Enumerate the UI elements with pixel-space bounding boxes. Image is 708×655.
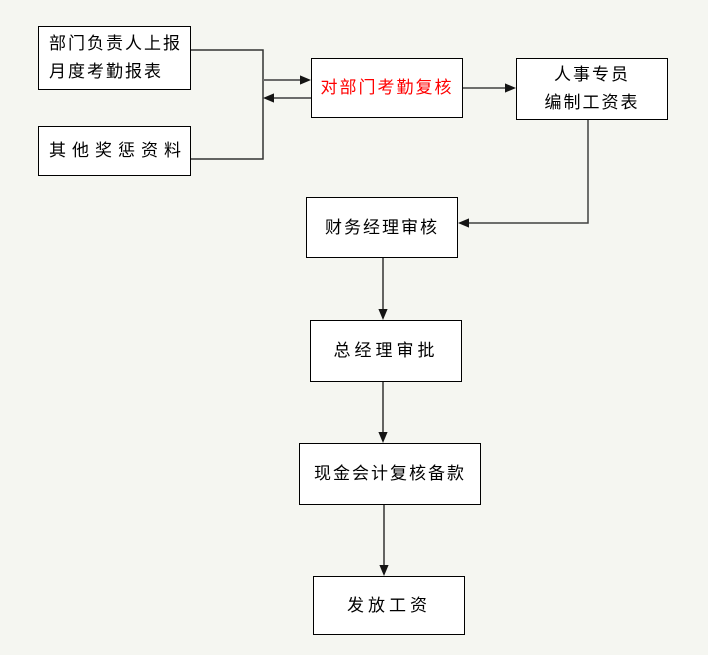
node-label-line: 人事专员 <box>554 65 630 84</box>
node-department-head-report: 部门负责人上报 月度考勤报表 <box>38 26 191 90</box>
edge-from-review-arrowhead <box>263 93 274 103</box>
edge-gm-to-cash-arrowhead <box>378 432 388 443</box>
edge-cash-to-pay-arrowhead <box>379 565 389 576</box>
node-label: 其他奖惩资料 <box>49 141 187 160</box>
node-label-line: 部门负责人上报 <box>49 34 182 53</box>
node-label: 现金会计复核备款 <box>314 464 466 483</box>
edge-finance-to-gm-arrowhead <box>378 309 388 320</box>
edge-hr-to-finance-arrowhead <box>458 218 469 228</box>
node-cash-accountant-prepare-funds: 现金会计复核备款 <box>299 443 481 505</box>
node-other-reward-punishment-data: 其他奖惩资料 <box>38 126 191 176</box>
node-label-line: 月度考勤报表 <box>49 62 163 81</box>
node-label: 对部门考勤复核 <box>320 78 454 97</box>
node-pay-wages: 发放工资 <box>313 576 465 635</box>
node-attendance-review-highlighted: 对部门考勤复核 <box>311 58 463 118</box>
edge-hr-to-finance-shaft <box>468 120 589 224</box>
edge-to-review-arrowhead <box>300 75 311 85</box>
node-label: 发放工资 <box>347 595 431 615</box>
node-finance-manager-review: 财务经理审核 <box>306 197 458 258</box>
node-label: 财务经理审核 <box>325 217 439 237</box>
node-label-line: 编制工资表 <box>544 93 640 112</box>
edge-merge-bracket <box>191 49 264 160</box>
node-general-manager-approval: 总经理审批 <box>310 320 462 382</box>
node-label: 总经理审批 <box>333 341 439 360</box>
node-hr-specialist-payroll: 人事专员 编制工资表 <box>516 58 668 120</box>
edge-review-to-hr-arrowhead <box>505 83 516 93</box>
